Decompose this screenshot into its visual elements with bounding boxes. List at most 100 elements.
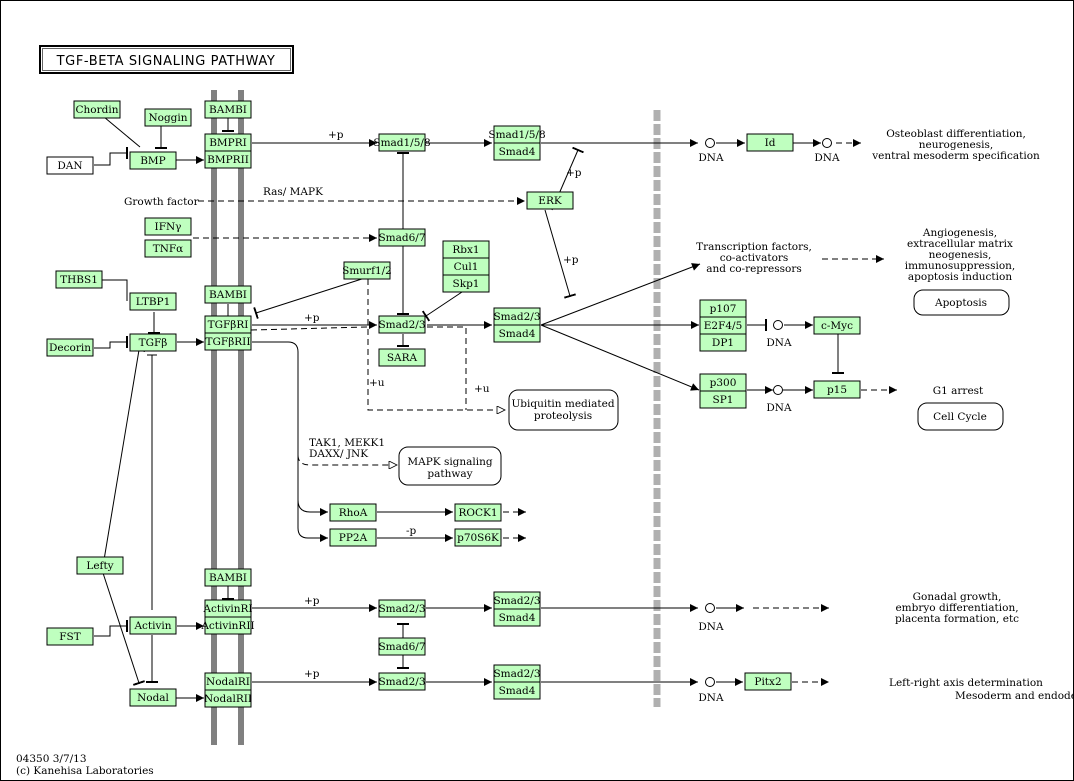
svg-text:LTBP1: LTBP1 bbox=[136, 296, 171, 308]
gene-smad23-activin-complex[interactable]: Smad2/3 bbox=[493, 591, 541, 610]
gene-nodalrii[interactable]: NodalRII bbox=[204, 689, 252, 708]
svg-text:Smad2/3: Smad2/3 bbox=[493, 595, 540, 607]
map-mapk-signaling[interactable]: MAPK signaling pathway bbox=[398, 446, 502, 486]
dna-markers bbox=[705, 138, 832, 687]
ubiquitin-label: +u bbox=[369, 377, 385, 389]
gene-smad23-nodal[interactable]: Smad2/3 bbox=[378, 672, 426, 691]
gene-smad4-3[interactable]: Smad4 bbox=[493, 608, 541, 627]
mesoderm-label: Mesoderm and endoderm bbox=[955, 690, 1074, 702]
svg-text:Pitx2: Pitx2 bbox=[754, 676, 781, 688]
gene-activin[interactable]: Activin bbox=[129, 616, 177, 635]
dephospho-label: -p bbox=[406, 525, 417, 537]
gene-bambi-2[interactable]: BAMBI bbox=[204, 285, 252, 304]
title-text: TGF-BETA SIGNALING PATHWAY bbox=[56, 54, 276, 69]
gene-ifng[interactable]: IFNγ bbox=[144, 217, 192, 236]
map-cell-cycle[interactable]: Cell Cycle bbox=[917, 402, 1004, 431]
gene-p300[interactable]: p300 bbox=[699, 373, 747, 392]
svg-text:Rbx1: Rbx1 bbox=[452, 244, 479, 256]
gene-pitx2[interactable]: Pitx2 bbox=[744, 672, 792, 691]
gene-tnfa[interactable]: TNFα bbox=[144, 239, 192, 258]
gene-smad23-complex[interactable]: Smad2/3 bbox=[493, 307, 541, 326]
gene-erk[interactable]: ERK bbox=[526, 191, 574, 210]
gene-smad23[interactable]: Smad2/3 bbox=[378, 315, 426, 334]
svg-text:FST: FST bbox=[59, 631, 80, 643]
gene-rhoa[interactable]: RhoA bbox=[329, 503, 377, 522]
svg-text:RhoA: RhoA bbox=[339, 507, 368, 519]
footer-copyright: (c) Kanehisa Laboratories bbox=[16, 765, 154, 777]
svg-text:Smad4: Smad4 bbox=[499, 685, 536, 697]
svg-text:Smad2/3: Smad2/3 bbox=[378, 603, 425, 615]
gene-nodalri[interactable]: NodalRI bbox=[204, 672, 252, 691]
left-right-label: Left-right axis determination bbox=[889, 677, 1043, 689]
gene-activinrii[interactable]: ActivinRII bbox=[200, 616, 255, 635]
gene-smad158[interactable]: Smad1/5/8 bbox=[373, 133, 431, 152]
gene-chordin[interactable]: Chordin bbox=[73, 100, 121, 119]
svg-text:Smad2/3: Smad2/3 bbox=[378, 676, 425, 688]
gene-cul1[interactable]: Cul1 bbox=[442, 257, 490, 276]
gene-tgfbrii[interactable]: TGFβRII bbox=[204, 332, 252, 351]
gene-rbx1[interactable]: Rbx1 bbox=[442, 240, 490, 259]
gene-id[interactable]: Id bbox=[746, 133, 794, 152]
gene-sara[interactable]: SARA bbox=[378, 348, 426, 367]
gene-smurf[interactable]: Smurf1/2 bbox=[342, 261, 392, 280]
footer-id: 04350 3/7/13 bbox=[16, 753, 87, 765]
gene-smad4-2[interactable]: Smad4 bbox=[493, 324, 541, 343]
gene-smad4[interactable]: Smad4 bbox=[493, 142, 541, 161]
gene-dan[interactable]: DAN bbox=[46, 156, 94, 175]
gene-bambi[interactable]: BAMBI bbox=[204, 100, 252, 119]
gene-p107[interactable]: p107 bbox=[699, 299, 747, 318]
gene-dp1[interactable]: DP1 bbox=[699, 333, 747, 352]
svg-text:Chordin: Chordin bbox=[76, 104, 119, 116]
gene-bmprii[interactable]: BMPRII bbox=[204, 150, 252, 169]
gene-e2f45[interactable]: E2F4/5 bbox=[699, 316, 747, 335]
gene-tgfb[interactable]: TGFβ bbox=[129, 333, 177, 352]
gene-cmyc[interactable]: c-Myc bbox=[813, 316, 861, 335]
svg-text:Nodal: Nodal bbox=[137, 692, 169, 704]
gene-bmpri[interactable]: BMPRI bbox=[204, 133, 252, 152]
gene-nodal[interactable]: Nodal bbox=[129, 688, 177, 707]
gene-activinri[interactable]: ActivinRI bbox=[202, 599, 253, 618]
svg-text:DAN: DAN bbox=[57, 160, 82, 172]
map-apoptosis[interactable]: Apoptosis bbox=[913, 289, 1010, 316]
gene-decorin[interactable]: Decorin bbox=[46, 338, 94, 357]
gene-smad158-complex[interactable]: Smad1/5/8 bbox=[488, 125, 546, 144]
gene-lefty[interactable]: Lefty bbox=[76, 556, 124, 575]
osteoblast-label: ventral mesoderm specification bbox=[871, 150, 1040, 162]
daxx-label: DAXX/ JNK bbox=[309, 448, 368, 460]
svg-text:Smad4: Smad4 bbox=[499, 146, 536, 158]
gene-bambi-3[interactable]: BAMBI bbox=[204, 568, 252, 587]
gene-smad67-2[interactable]: Smad6/7 bbox=[378, 637, 426, 656]
osteoblast-label: Osteoblast differentiation, bbox=[886, 128, 1026, 140]
svg-text:p300: p300 bbox=[710, 377, 737, 389]
gene-ltbp1[interactable]: LTBP1 bbox=[129, 292, 177, 311]
dna-label: DNA bbox=[766, 337, 792, 349]
svg-text:Id: Id bbox=[765, 137, 776, 149]
svg-text:Smad4: Smad4 bbox=[499, 328, 536, 340]
gene-smad23-activin[interactable]: Smad2/3 bbox=[378, 599, 426, 618]
gene-fst[interactable]: FST bbox=[46, 627, 94, 646]
gene-noggin[interactable]: Noggin bbox=[144, 108, 192, 127]
page-title: TGF-BETA SIGNALING PATHWAY bbox=[39, 45, 294, 74]
gene-p70s6k[interactable]: p70S6K bbox=[454, 528, 502, 547]
tak1-label: TAK1, MEKK1 bbox=[309, 437, 385, 449]
svg-text:MAPK signaling: MAPK signaling bbox=[407, 456, 493, 468]
gene-skp1[interactable]: Skp1 bbox=[442, 274, 490, 293]
gene-pp2a[interactable]: PP2A bbox=[329, 528, 377, 547]
gene-thbs1[interactable]: THBS1 bbox=[55, 270, 103, 289]
gene-bmp[interactable]: BMP bbox=[129, 151, 177, 170]
svg-text:BAMBI: BAMBI bbox=[209, 289, 247, 301]
map-ubiquitin-proteolysis[interactable]: Ubiquitin mediated proteolysis bbox=[508, 389, 619, 431]
svg-text:Cul1: Cul1 bbox=[454, 261, 479, 273]
gene-sp1[interactable]: SP1 bbox=[699, 390, 747, 409]
gene-tgfbri[interactable]: TGFβRI bbox=[204, 315, 252, 334]
svg-text:NodalRII: NodalRII bbox=[204, 693, 252, 705]
gene-smad23-nodal-complex[interactable]: Smad2/3 bbox=[493, 664, 541, 683]
angiogenesis-label: extracellular matrix bbox=[907, 238, 1013, 250]
membrane-outer bbox=[211, 90, 217, 745]
gene-p15[interactable]: p15 bbox=[813, 380, 861, 399]
gene-rock1[interactable]: ROCK1 bbox=[454, 503, 502, 522]
dna-label: DNA bbox=[698, 152, 724, 164]
gene-smad67[interactable]: Smad6/7 bbox=[378, 228, 426, 247]
gene-smad4-4[interactable]: Smad4 bbox=[493, 681, 541, 700]
svg-text:pathway: pathway bbox=[427, 468, 472, 480]
